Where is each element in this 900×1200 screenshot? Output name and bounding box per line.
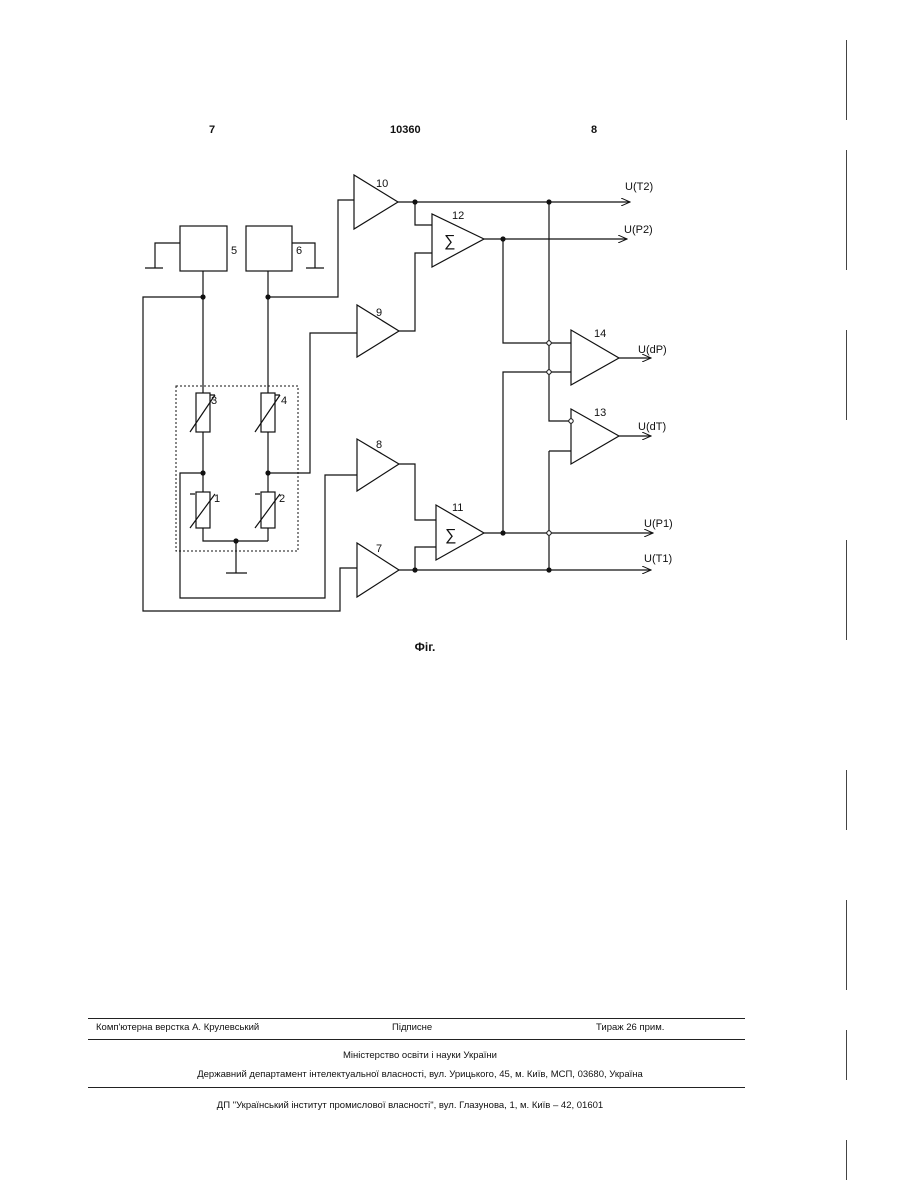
figure-caption: Фіг. [0, 640, 850, 654]
footer-department: Державний департамент інтелектуальної вл… [0, 1069, 840, 1080]
footer-ministry: Міністерство освіти і науки України [0, 1050, 840, 1061]
footer-layout: Комп'ютерна верстка А. Крулевський [96, 1022, 259, 1033]
footer-signed: Підписне [392, 1022, 432, 1033]
wire-top-right-to-10 [268, 200, 354, 297]
footer-institute: ДП "Український інститут промислової вла… [0, 1100, 820, 1111]
output-label-dt: U(dT) [638, 421, 666, 433]
sum-symbol-12: ∑ [444, 233, 455, 250]
sum-symbol-11: ∑ [445, 527, 456, 544]
label-11: 11 [452, 502, 463, 514]
sensor-enclosure [176, 386, 298, 551]
label-12: 12 [452, 210, 464, 222]
label-14: 14 [594, 328, 606, 340]
output-label-t2: U(T2) [625, 181, 653, 193]
block-5 [180, 226, 227, 271]
page-edge-line [846, 330, 847, 420]
page-edge-line [846, 1030, 847, 1080]
page-edge-line [846, 900, 847, 990]
label-6: 6 [296, 245, 302, 257]
circuit-diagram: 5 6 3 4 1 2 10 9 8 7 12 11 14 13 ∑ ∑ U(T… [0, 0, 900, 700]
ground-5 [145, 243, 180, 268]
output-label-p1: U(P1) [644, 518, 673, 530]
output-label-t1: U(T1) [644, 553, 672, 565]
page-edge-line [846, 40, 847, 120]
page-edge-line [846, 1140, 847, 1180]
label-1: 1 [214, 493, 220, 505]
label-3: 3 [211, 395, 217, 407]
label-8: 8 [376, 439, 382, 451]
label-9: 9 [376, 307, 382, 319]
label-13: 13 [594, 407, 606, 419]
footer-rule-top [88, 1018, 745, 1019]
page-edge-line [846, 540, 847, 640]
ground-bottom [226, 541, 247, 573]
label-5: 5 [231, 245, 237, 257]
footer-rule-mid [88, 1039, 745, 1040]
output-label-p2: U(P2) [624, 224, 653, 236]
label-2: 2 [279, 493, 285, 505]
label-4: 4 [281, 395, 287, 407]
label-7: 7 [376, 543, 382, 555]
output-label-dp: U(dP) [638, 344, 667, 356]
footer-print-run: Тираж 26 прим. [596, 1022, 664, 1033]
label-10: 10 [376, 178, 388, 190]
footer-rule-bottom [88, 1087, 745, 1088]
block-6 [246, 226, 292, 271]
page-edge-line [846, 770, 847, 830]
page-edge-line [846, 150, 847, 270]
